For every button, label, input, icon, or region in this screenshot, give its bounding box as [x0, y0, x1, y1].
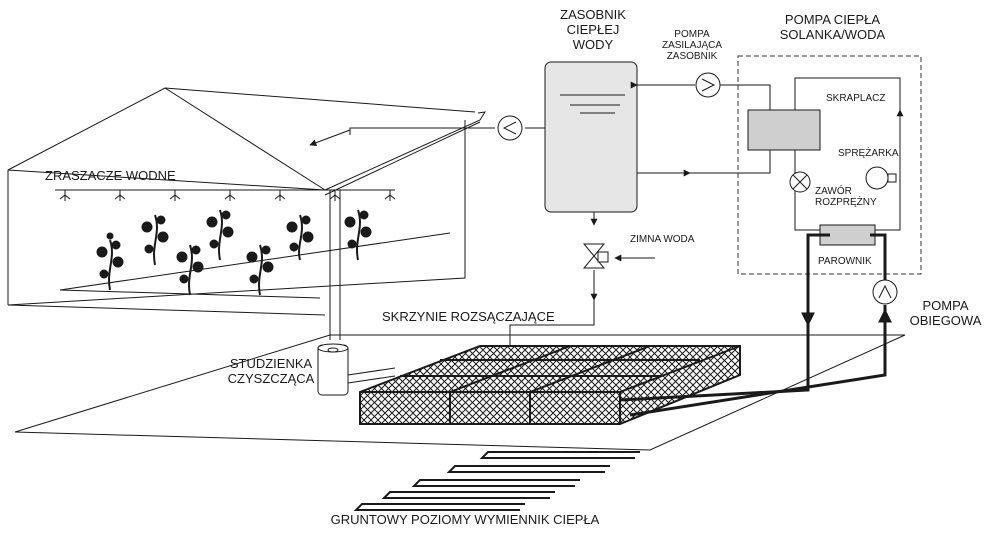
infiltration-crates: [359, 345, 741, 425]
heat-pump-label-line2: SOLANKA/WODA: [779, 27, 886, 42]
cold-water-inlet: [590, 212, 655, 301]
ground-heat-exchanger: [353, 451, 640, 511]
plants: [96, 209, 372, 296]
circulation-pump-icon: [872, 279, 898, 305]
evaporator-label: PAROWNIK: [818, 256, 872, 267]
ground-plane: [14, 334, 906, 451]
tank-label-line2: CIEPŁEJ: [566, 22, 620, 37]
cold-water-valve-icon: [582, 243, 609, 269]
tank-supply-pump-icon: [695, 72, 721, 98]
tank-label-line3: WODY: [572, 37, 614, 52]
greenhouse-feed-pump-icon: [497, 115, 523, 141]
circulation-pump-label-line2: OBIEGOWA: [909, 313, 982, 328]
heat-pump-box: [737, 55, 922, 275]
heat-pump-label-line1: POMPA CIEPŁA: [784, 12, 881, 27]
expansion-valve-label-line1: ZAWÓR: [815, 186, 852, 197]
circulation-pump-label-line1: POMPA: [922, 298, 969, 313]
cold-water-label: ZIMNA WODA: [630, 234, 695, 245]
crates-label: SKRZYNIE ROZSĄCZAJĄCE: [382, 309, 555, 324]
tank-to-greenhouse-pipe: [309, 127, 545, 147]
supply-pump-label: POMPA ZASILAJĄCA ZASOBNIK: [652, 29, 732, 62]
supply-pump-label-line3: ZASOBNIK: [666, 51, 718, 62]
cleaning-well-label-line2: CZYSZCZĄCA: [227, 371, 315, 386]
brine-loop: [619, 233, 892, 417]
cleaning-well-label-line1: STUDZIENKA: [229, 356, 313, 371]
ground-exchanger-label: GRUNTOWY POZIOMY WYMIENNIK CIEPŁA: [330, 512, 600, 527]
sprinkler-line: [55, 189, 396, 201]
tank-label-line1: ZASOBNIK: [560, 7, 626, 22]
cleaning-well-label: STUDZIENKA CZYSZCZĄCA: [225, 356, 317, 386]
greenhouse: [7, 87, 486, 340]
heat-pump-label: POMPA CIEPŁA SOLANKA/WODA: [760, 12, 905, 42]
tank-label: ZASOBNIK CIEPŁEJ WODY: [548, 7, 638, 52]
tank-heatpump-pipes: [630, 81, 771, 177]
compressor-label: SPRĘŻARKA: [838, 148, 899, 159]
supply-pump-label-line1: POMPA: [674, 29, 710, 40]
hot-water-tank: [544, 61, 638, 213]
cleaning-well: [317, 343, 396, 396]
sprinklers-label: ZRASZACZE WODNE: [45, 168, 176, 183]
expansion-valve-label-line2: ROZPRĘŻNY: [815, 197, 877, 208]
condenser-label: SKRAPLACZ: [826, 93, 886, 104]
expansion-valve-label: ZAWÓR ROZPRĘŻNY: [815, 186, 877, 208]
supply-pump-label-line2: ZASILAJĄCA: [661, 40, 723, 51]
circulation-pump-label: POMPA OBIEGOWA: [898, 298, 993, 328]
